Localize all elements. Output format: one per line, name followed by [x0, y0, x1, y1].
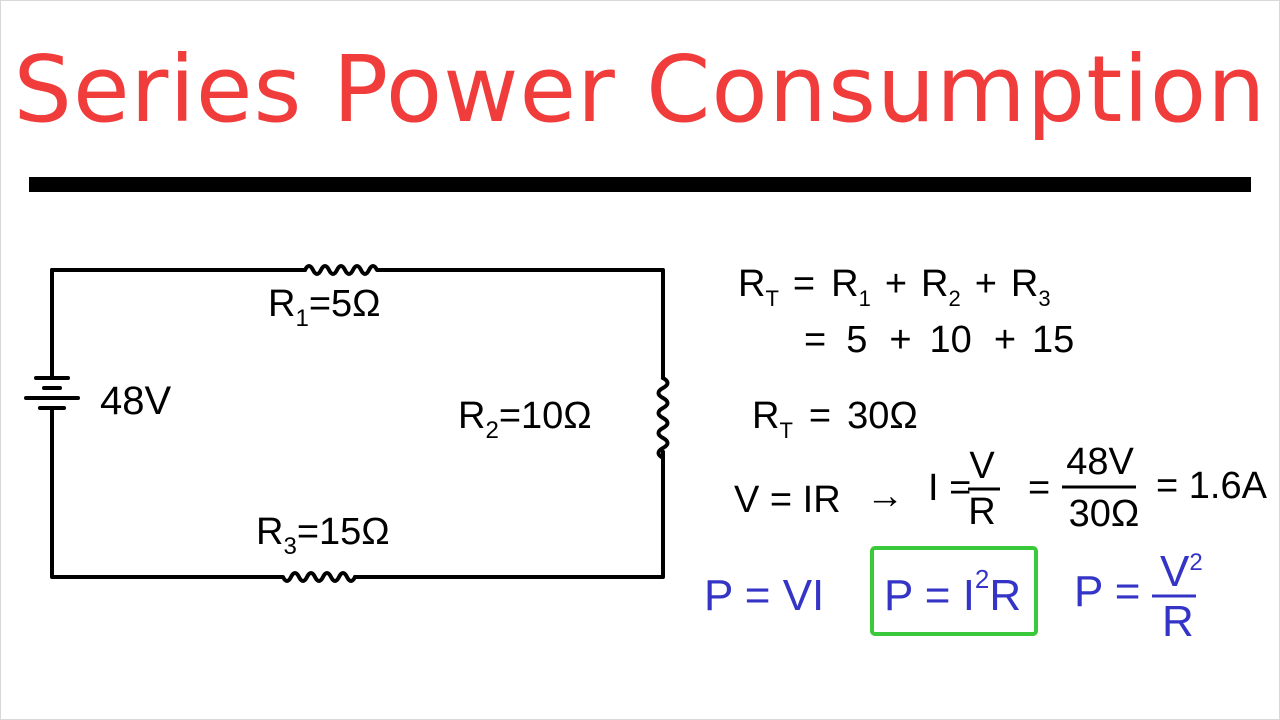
fraction-v: V [969, 445, 995, 487]
ohms-law-equation: V = IR [734, 479, 841, 521]
rt-result-equation: RT=30Ω [752, 395, 918, 443]
r2-label: R2=10Ω [458, 395, 592, 444]
current-formula-lhs: I = [928, 467, 971, 509]
current-result: = 1.6A [1156, 465, 1268, 507]
power-formula-v2r-den: R [1162, 597, 1194, 646]
power-formula-vi: P = VI [704, 571, 824, 620]
equals-sign: = [1028, 467, 1050, 509]
rt-sum-equation: RT=R1+R2+R3 [738, 263, 1051, 311]
wire-right [353, 450, 665, 579]
title-underline [29, 177, 1251, 192]
battery-label: 48V [100, 379, 171, 423]
resistor-r2 [656, 376, 670, 460]
rt-values-equation: =5+10+15 [804, 319, 1074, 361]
wire-top-right [378, 268, 665, 380]
power-formula-v2r-lhs: P = [1074, 567, 1140, 616]
r1-label: R1=5Ω [268, 283, 381, 332]
arrow-icon: → [866, 475, 904, 517]
power-formula-v2r-num: V2 [1160, 547, 1203, 596]
resistor-r3 [274, 571, 357, 583]
power-formula-i2r: P = I2R [884, 564, 1021, 620]
wire-bottom-left [50, 410, 278, 579]
page-title: Series Power Consumption [13, 36, 1267, 143]
fraction-48v: 48V [1066, 441, 1134, 483]
battery-icon [24, 376, 80, 432]
highlight-box [870, 546, 1038, 636]
resistor-r1 [303, 264, 382, 276]
fraction-r: R [968, 491, 995, 533]
r3-label: R3=15Ω [256, 511, 390, 560]
fraction-30ohm: 30Ω [1069, 493, 1140, 535]
